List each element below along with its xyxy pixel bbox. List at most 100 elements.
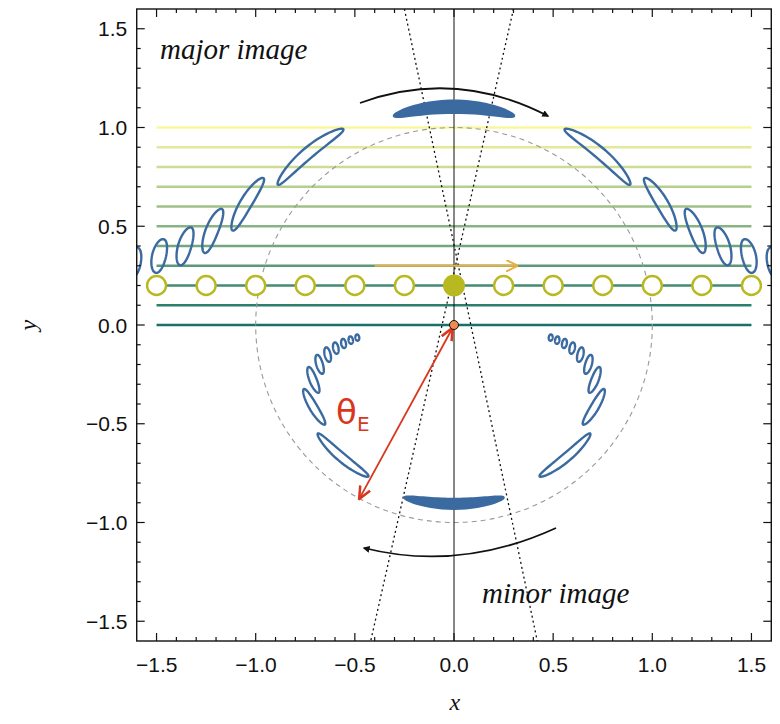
lensed-image (583, 389, 605, 425)
tick-mark (176, 637, 177, 641)
plot-content (46, 9, 780, 641)
tick-mark (767, 403, 771, 404)
tick-mark (137, 226, 145, 227)
tick-mark (751, 633, 752, 641)
source-circle (246, 276, 265, 295)
dotted-line (371, 9, 514, 641)
tick-mark (137, 147, 141, 148)
tick-mark (763, 423, 771, 424)
tick-label: −1.0 (235, 653, 276, 676)
source-circle (643, 276, 662, 295)
tick-mark (137, 502, 141, 503)
tick-mark (612, 637, 613, 641)
tick-mark (767, 245, 771, 246)
tick-mark (196, 637, 197, 641)
tick-mark (767, 384, 771, 385)
tick-mark (763, 324, 771, 325)
lensed-image (137, 247, 141, 278)
tick-mark (767, 344, 771, 345)
tick-mark (672, 9, 673, 13)
tick-mark (137, 107, 141, 108)
tick-mark (137, 403, 141, 404)
lens-point (450, 321, 459, 330)
tick-mark (572, 637, 573, 641)
tick-mark (473, 9, 474, 13)
tick-mark (137, 384, 141, 385)
tick-mark (354, 9, 355, 17)
tick-label: 0.0 (440, 653, 469, 676)
tick-mark (354, 633, 355, 641)
tick-mark (137, 305, 141, 306)
source-circle (345, 276, 364, 295)
tick-mark (767, 147, 771, 148)
tick-mark (137, 87, 141, 88)
tick-mark (374, 9, 375, 13)
tick-mark (275, 637, 276, 641)
tick-mark (767, 285, 771, 286)
lensed-image (355, 334, 359, 340)
lensed-image (303, 389, 325, 425)
clipped-area (137, 9, 771, 641)
tick-mark (473, 637, 474, 641)
tick-mark (156, 9, 157, 17)
tick-label: 0.5 (98, 215, 127, 238)
tick-mark (374, 637, 375, 641)
axis-label: x (450, 689, 461, 715)
lensed-image (202, 209, 223, 253)
tick-mark (137, 423, 145, 424)
tick-label: −0.5 (86, 412, 127, 435)
tick-mark (156, 633, 157, 641)
tick-mark (235, 9, 236, 13)
tick-mark (493, 637, 494, 641)
tick-mark (767, 48, 771, 49)
source-circle (742, 276, 761, 295)
tick-mark (533, 9, 534, 13)
tick-mark (394, 9, 395, 13)
tick-mark (137, 621, 145, 622)
tick-label: 0.0 (98, 314, 127, 337)
tick-mark (334, 9, 335, 13)
tick-mark (592, 637, 593, 641)
tick-mark (235, 637, 236, 641)
tick-mark (137, 522, 145, 523)
tick-mark (632, 9, 633, 13)
tick-mark (137, 324, 145, 325)
tick-mark (632, 637, 633, 641)
tick-mark (767, 601, 771, 602)
tick-mark (137, 186, 141, 187)
tick-mark (731, 9, 732, 13)
tick-mark (767, 581, 771, 582)
lensed-image (177, 227, 194, 265)
lensed-image (341, 339, 346, 348)
rotation-arrow (364, 528, 556, 556)
tick-mark (275, 9, 276, 13)
tick-mark (137, 364, 141, 365)
lensed-image (584, 355, 592, 374)
tick-mark (434, 637, 435, 641)
lensed-image (324, 347, 331, 361)
tick-mark (711, 637, 712, 641)
tick-mark (767, 463, 771, 464)
tick-mark (691, 9, 692, 13)
tick-mark (652, 9, 653, 17)
lensed-image (577, 347, 584, 361)
tick-mark (767, 364, 771, 365)
lensed-image (555, 336, 559, 344)
tick-mark (434, 9, 435, 13)
tick-mark (751, 9, 752, 17)
source-circle (544, 276, 563, 295)
tick-mark (513, 637, 514, 641)
lensed-image (404, 497, 503, 509)
lensed-image (151, 239, 167, 273)
tick-label: 1.5 (737, 653, 766, 676)
tick-mark (767, 305, 771, 306)
tick-mark (767, 561, 771, 562)
tick-mark (493, 9, 494, 13)
source-circle (296, 276, 315, 295)
lensed-image (394, 101, 514, 117)
tick-mark (763, 127, 771, 128)
tick-mark (767, 107, 771, 108)
source-circle (147, 276, 166, 295)
tick-mark (137, 601, 141, 602)
